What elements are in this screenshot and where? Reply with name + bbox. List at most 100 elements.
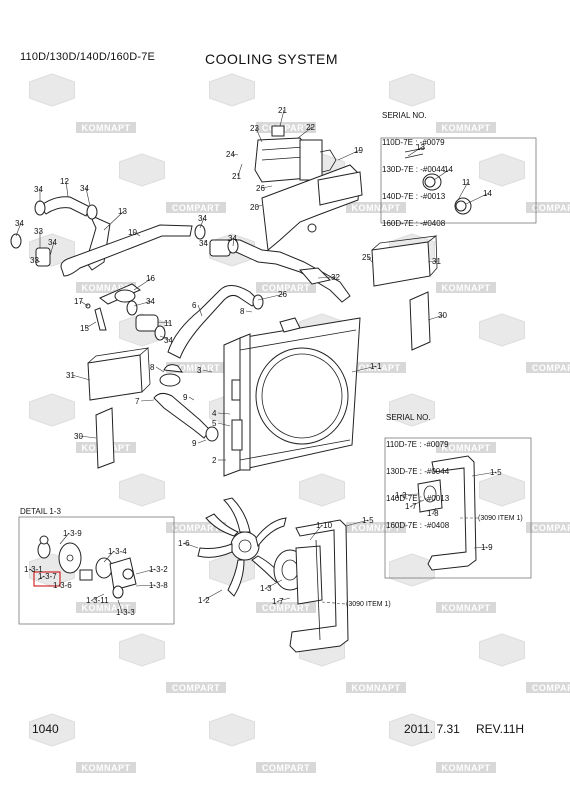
serial-box-top-frame bbox=[380, 137, 537, 224]
serial-block-top: SERIAL NO. 110D-7E : -#0079 130D-7E : -#… bbox=[382, 93, 445, 237]
callout-label: 1-3-9 bbox=[63, 529, 82, 538]
shroud-part-top bbox=[371, 235, 438, 287]
callout-label: 31 bbox=[432, 257, 441, 266]
callout-leader bbox=[197, 304, 203, 317]
upper-left-hoses bbox=[10, 196, 206, 277]
callout-label: 1-3-11 bbox=[86, 596, 109, 605]
watermark-logo: KOMNAPT bbox=[389, 713, 496, 773]
callout-label: 16 bbox=[146, 274, 155, 283]
callout-leader bbox=[400, 493, 419, 496]
callout-leader bbox=[367, 256, 373, 263]
callout-leader bbox=[79, 435, 97, 439]
watermark-text: KOMNAPT bbox=[442, 763, 491, 773]
callout-label: 13 bbox=[118, 207, 127, 216]
page-number: 1040 bbox=[32, 722, 59, 736]
callout-leader bbox=[255, 204, 263, 208]
watermark-text: COMPART bbox=[262, 603, 310, 613]
callout-label: 1-3-6 bbox=[53, 581, 72, 590]
callout-leader bbox=[133, 231, 141, 237]
item-ref-note: (3090 ITEM 1) bbox=[346, 601, 391, 608]
callout-leader bbox=[257, 293, 285, 301]
watermark-text: COMPART bbox=[172, 363, 220, 373]
callout-leader bbox=[135, 584, 156, 587]
callout-label: 22 bbox=[306, 123, 315, 132]
watermark-text: COMPART bbox=[532, 363, 570, 373]
cooling-fan bbox=[197, 497, 287, 597]
revision-code: REV.11H bbox=[476, 722, 525, 736]
callout-label: 13 bbox=[416, 143, 425, 152]
callout-leader bbox=[217, 412, 231, 415]
callout-leader bbox=[410, 499, 425, 507]
callout-label: 1-3-1 bbox=[24, 565, 43, 574]
callout-label: 14 bbox=[444, 165, 453, 174]
callout-leader bbox=[433, 168, 451, 181]
watermark-logo: COMPART bbox=[479, 473, 570, 533]
watermark-text: KOMNAPT bbox=[442, 443, 491, 453]
callout-label: 1-3-2 bbox=[149, 565, 168, 574]
callout-label: 20 bbox=[250, 203, 259, 212]
serial-line: 110D-7E : -#0079 bbox=[386, 440, 449, 449]
callout-leader bbox=[351, 365, 377, 373]
watermark-logo: KOMNAPT bbox=[389, 73, 496, 133]
page-title: COOLING SYSTEM bbox=[205, 51, 339, 67]
callout-leader bbox=[135, 568, 156, 575]
callout-leader bbox=[35, 259, 41, 263]
callout-leader bbox=[297, 126, 313, 139]
callout-leader bbox=[79, 300, 89, 307]
callout-label: 8 bbox=[150, 363, 155, 372]
watermark-text: COMPART bbox=[262, 123, 310, 133]
model-list: 110D/130D/140D/160D-7E bbox=[20, 51, 156, 63]
callout-label: 34 bbox=[228, 234, 237, 243]
lower-short-hoses bbox=[126, 300, 166, 341]
callout-label: 2 bbox=[212, 456, 217, 465]
upper-radiator-hose bbox=[209, 238, 351, 303]
fan-guard-frame-variant bbox=[417, 455, 477, 571]
callout-label: 1-7 bbox=[405, 502, 417, 511]
serial-line: 160D-7E : -#0408 bbox=[382, 219, 446, 228]
callout-label: 31 bbox=[66, 371, 75, 380]
callout-leader bbox=[199, 217, 205, 229]
callout-label: 34 bbox=[34, 185, 43, 194]
callout-label: 1-9 bbox=[481, 543, 493, 552]
callout-label: 9 bbox=[192, 439, 197, 448]
callout-leader bbox=[202, 369, 213, 373]
watermark-text: COMPART bbox=[532, 683, 570, 693]
callout-leader bbox=[155, 366, 165, 373]
serial-heading: SERIAL NO. bbox=[386, 413, 431, 422]
callout-label: 19 bbox=[354, 146, 363, 155]
lower-hose-6 bbox=[167, 285, 264, 359]
callout-label: 34 bbox=[164, 336, 173, 345]
callout-label: 1-3 bbox=[260, 584, 272, 593]
callout-label: 4 bbox=[212, 409, 217, 418]
callout-label: 26 bbox=[278, 290, 287, 299]
callout-label: 1-10 bbox=[316, 521, 333, 530]
callout-label: 26 bbox=[256, 184, 265, 193]
callout-leader bbox=[85, 187, 91, 207]
callout-label: 34 bbox=[15, 219, 24, 228]
callout-leader bbox=[427, 260, 439, 263]
hose-bracket bbox=[85, 283, 141, 331]
callout-leader bbox=[457, 181, 469, 201]
callout-leader bbox=[407, 146, 423, 157]
callout-leader bbox=[203, 589, 223, 601]
callout-label: 5 bbox=[212, 419, 217, 428]
callout-label: 17 bbox=[74, 297, 83, 306]
watermark-logo: KOMNAPT bbox=[299, 473, 406, 533]
callout-label: 1-3-4 bbox=[108, 547, 127, 556]
callout-label: 1-5 bbox=[490, 468, 502, 477]
watermark-logo: COMPART bbox=[479, 633, 570, 693]
item-ref-note: (3090 ITEM 1) bbox=[478, 515, 523, 522]
callout-label: 1-6 bbox=[178, 539, 190, 548]
callout-label: 8 bbox=[240, 307, 245, 316]
callout-leader bbox=[432, 507, 437, 514]
shroud-parts-left bbox=[87, 347, 151, 469]
callout-leader bbox=[15, 222, 22, 237]
callout-leader bbox=[159, 335, 171, 341]
serial-box-bottom-frame bbox=[384, 437, 532, 579]
callout-label: 15 bbox=[80, 324, 89, 333]
callout-label: 14 bbox=[483, 189, 492, 198]
callout-leader bbox=[37, 575, 45, 581]
bracket-assembly bbox=[261, 164, 363, 251]
callout-leader bbox=[85, 321, 97, 329]
callout-leader bbox=[217, 422, 231, 427]
